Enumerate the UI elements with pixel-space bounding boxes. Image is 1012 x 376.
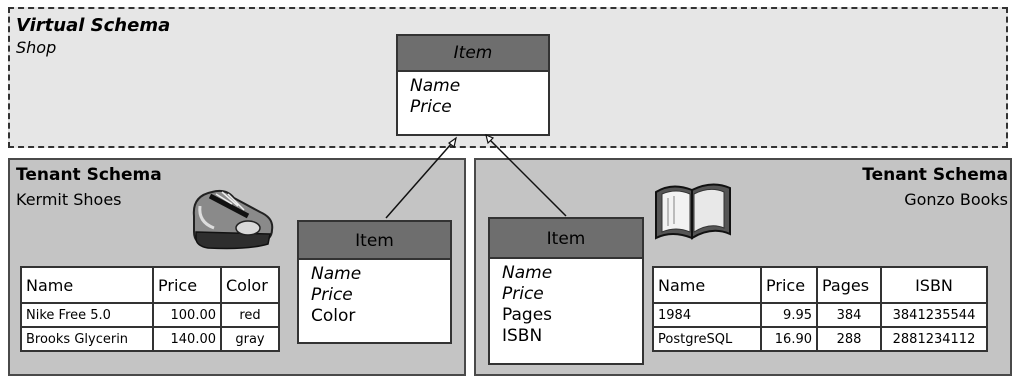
table-cell: 288	[816, 326, 882, 352]
book-icon	[655, 183, 731, 240]
tenant-right-name: Gonzo Books	[904, 190, 1008, 209]
tenant-left-item-attributes: Name Price Color	[299, 260, 450, 327]
tenant-left-item-class-name: Item	[299, 222, 450, 260]
tenant-right-item-attributes: Name Price Pages ISBN	[490, 259, 642, 347]
virtual-schema-name: Shop	[16, 38, 57, 57]
table-cell: 2881234112	[880, 326, 988, 352]
tenant-left-title: Tenant Schema	[16, 165, 162, 185]
table-cell: 100.00	[152, 302, 222, 328]
inherited-attribute: Price	[311, 285, 353, 305]
virtual-item-class-name: Item	[398, 36, 548, 72]
tenant-right-item-class-name: Item	[490, 219, 642, 259]
virtual-item-class: Item Name Price	[396, 34, 550, 136]
table-cell: 140.00	[152, 326, 222, 352]
column-header: Price	[152, 266, 222, 304]
inherited-attribute: Price	[502, 284, 544, 304]
column-header: Color	[220, 266, 280, 304]
inherited-attribute: Name	[311, 264, 362, 284]
tenant-left-data-table: Name Price Color Nike Free 5.0 100.00 re…	[20, 266, 280, 352]
own-attribute: ISBN	[502, 326, 543, 346]
virtual-schema-title: Virtual Schema	[16, 15, 171, 36]
table-row: Brooks Glycerin 140.00 gray	[20, 326, 280, 352]
column-header: Price	[760, 266, 818, 304]
tenant-left-item-class: Item Name Price Color	[297, 220, 452, 344]
table-cell: 9.95	[760, 302, 818, 328]
shoe-icon	[192, 189, 274, 250]
table-cell: 1984	[652, 302, 762, 328]
table-cell: red	[220, 302, 280, 328]
table-cell: PostgreSQL	[652, 326, 762, 352]
column-header: Name	[20, 266, 154, 304]
column-header: ISBN	[880, 266, 988, 304]
table-cell: 384	[816, 302, 882, 328]
virtual-item-attributes: Name Price	[398, 72, 548, 118]
tenant-right-title: Tenant Schema	[862, 165, 1008, 185]
table-cell: Nike Free 5.0	[20, 302, 154, 328]
tenant-left-name: Kermit Shoes	[16, 190, 122, 209]
attribute: Price	[410, 97, 452, 117]
table-cell: gray	[220, 326, 280, 352]
table-cell: 16.90	[760, 326, 818, 352]
table-cell: Brooks Glycerin	[20, 326, 154, 352]
tenant-right-data-table: Name Price Pages ISBN 1984 9.95 384 3841…	[652, 266, 988, 352]
column-header: Pages	[816, 266, 882, 304]
column-header: Name	[652, 266, 762, 304]
attribute: Name	[410, 76, 461, 96]
inherited-attribute: Name	[502, 263, 553, 283]
own-attribute: Color	[311, 306, 356, 326]
table-header-row: Name Price Color	[20, 266, 280, 304]
tenant-right-item-class: Item Name Price Pages ISBN	[488, 217, 644, 365]
table-row: PostgreSQL 16.90 288 2881234112	[652, 326, 988, 352]
table-header-row: Name Price Pages ISBN	[652, 266, 988, 304]
table-row: 1984 9.95 384 3841235544	[652, 302, 988, 328]
own-attribute: Pages	[502, 305, 553, 325]
table-cell: 3841235544	[880, 302, 988, 328]
table-row: Nike Free 5.0 100.00 red	[20, 302, 280, 328]
